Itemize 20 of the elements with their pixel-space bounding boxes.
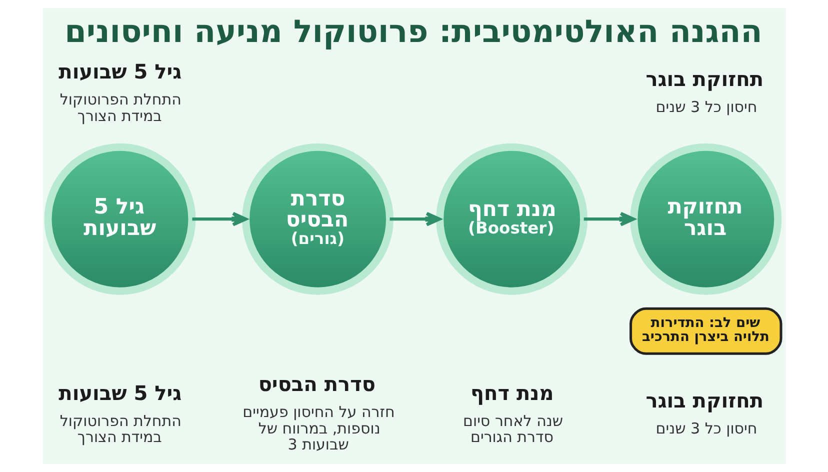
- node-circle: גיל 5 שבועות: [44, 143, 196, 295]
- arrow: [583, 212, 634, 226]
- node-label: התחלת הפרוטוקול במידת הצורך: [59, 412, 181, 446]
- node-box: שים לב: התדירות תלויה ביצרן התרכיב: [629, 307, 782, 355]
- node-circle: תחזוקת בוגר: [630, 143, 782, 295]
- node-label: תחזוקת בוגר: [645, 388, 764, 412]
- node-label: חיסון כל 3 שנים: [655, 419, 757, 438]
- diagram-title: ההגנה האולטימטיבית: פרוטוקול מניעה וחיסונים: [64, 14, 762, 50]
- node-label: תחזוקת בוגר: [645, 67, 764, 92]
- node-label: התחלת הפרוטוקול במידת הצורך: [59, 90, 181, 125]
- node-label: מנת דחף: [470, 380, 554, 405]
- node-label: שנה לאחר סיום סדרת הגורים: [462, 412, 563, 446]
- node-label: חזרה על החיסון פעמיים נוספות, במרווח של 3 שבועות: [242, 403, 394, 454]
- node-label: גיל 5 שבועות: [58, 60, 182, 84]
- node-label: חיסון כל 3 שנים: [655, 98, 757, 116]
- node-label: סדרת הבסיס: [258, 372, 375, 396]
- node-circle: סדרת הבסיס (גורים): [242, 143, 394, 295]
- node-label: גיל 5 שבועות: [58, 380, 182, 405]
- arrow: [389, 212, 440, 226]
- arrow: [192, 212, 247, 226]
